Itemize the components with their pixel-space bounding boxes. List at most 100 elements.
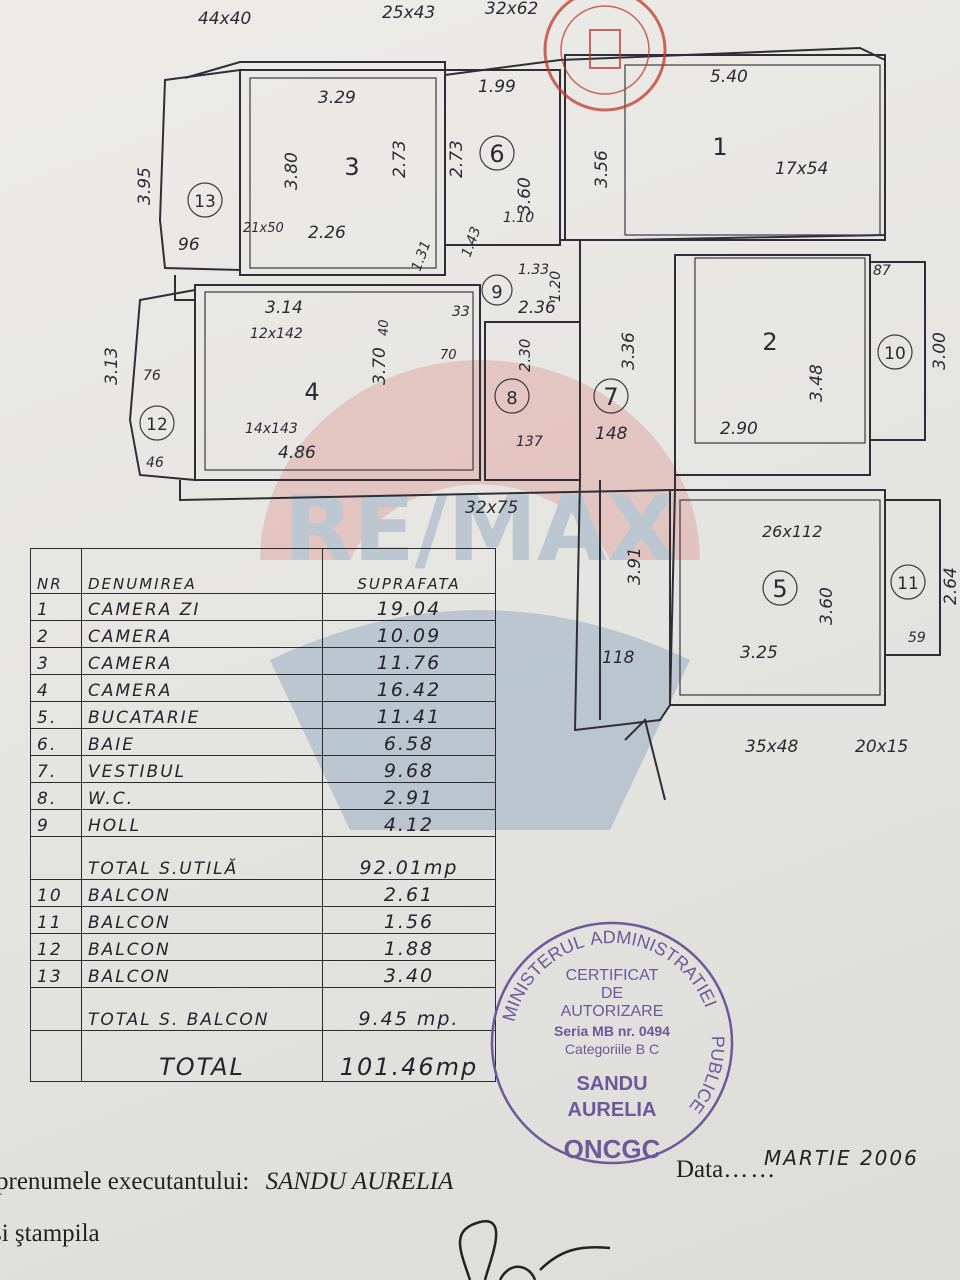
dimension: 40: [377, 319, 392, 336]
room-13-label: 13: [194, 192, 216, 212]
row-name: BALCON: [81, 933, 323, 961]
dimension: 32x75: [465, 498, 518, 518]
dimension: 137: [516, 434, 543, 450]
row-name: W.C.: [81, 782, 323, 810]
dimension: 35x48: [745, 737, 799, 757]
dimension: 59: [908, 630, 926, 646]
row-area: 11.76: [322, 647, 496, 675]
dimension: 148: [595, 424, 628, 444]
dimension: 3.80: [282, 152, 302, 190]
col-area: SUPRAFATA: [322, 548, 496, 594]
row-nr: [30, 987, 82, 1031]
row-area: 4.12: [322, 809, 496, 837]
dimension: 21x50: [243, 221, 284, 236]
row-nr: 8.: [30, 782, 82, 810]
dimension: 2.36: [518, 298, 556, 318]
room-10-label: 10: [884, 344, 906, 364]
room-3-label: 3: [344, 153, 359, 181]
row-name: CAMERA: [81, 674, 323, 702]
dimension: 2.26: [308, 223, 346, 243]
dimension: 3.00: [930, 332, 950, 370]
row-nr: 11: [30, 906, 82, 934]
row-name: CAMERA: [81, 620, 323, 648]
stamp-ring-bottom: ONCGC: [564, 1134, 661, 1164]
row-area: 3.40: [322, 960, 496, 988]
stamp-name: SANDU: [576, 1073, 647, 1095]
dimension: 70: [440, 348, 457, 363]
room-labels: 1 2 3 4 5 6 7 8 9 10 11 12 13: [139, 133, 926, 606]
row-area: 1.56: [322, 906, 496, 934]
dimension-labels: 44x40 25x43 32x62 3.29 1.99 5.40 3.95 3.…: [102, 0, 960, 757]
row-name: HOLL: [81, 809, 323, 837]
dimension: 26x112: [762, 522, 822, 541]
stamp-name: AURELIA: [568, 1099, 657, 1121]
row-area: 2.91: [322, 782, 496, 810]
row-area: 9.68: [322, 755, 496, 783]
dimension: 96: [178, 235, 200, 255]
room-1-label: 1: [712, 133, 727, 161]
row-area: 6.58: [322, 728, 496, 756]
row-name: TOTAL S. BALCON: [81, 987, 323, 1031]
dimension: 3.70: [370, 347, 390, 385]
signature: [458, 1220, 610, 1280]
row-name: BALCON: [81, 879, 323, 907]
row-nr: 4: [30, 674, 82, 702]
executant-label: prenumele executantului:: [0, 1168, 250, 1195]
row-name: CAMERA: [81, 647, 323, 675]
row-nr: 2: [30, 620, 82, 648]
row-nr: 3: [30, 647, 82, 675]
dimension: 3.36: [619, 332, 639, 370]
row-area: 92.01mp: [322, 836, 496, 880]
row-nr: 6.: [30, 728, 82, 756]
row-name: CAMERA ZI: [81, 593, 323, 621]
dimension: 76: [143, 368, 161, 384]
room-4-label: 4: [304, 378, 319, 406]
room-5-label: 5: [772, 575, 787, 603]
date-line: Data…… MARTIE 2006: [676, 1146, 919, 1183]
room-8-label: 8: [506, 388, 517, 409]
dimension: 2.64: [941, 567, 960, 605]
dimension: 87: [873, 263, 891, 279]
row-name: BALCON: [81, 960, 323, 988]
row-nr: 7.: [30, 755, 82, 783]
row-area: 2.61: [322, 879, 496, 907]
dimension: 1.43: [459, 225, 485, 260]
row-name: TOTAL: [81, 1030, 323, 1082]
room-2-label: 2: [762, 328, 777, 356]
dimension: 2.73: [390, 140, 410, 178]
stamp-line: Categoriile B C: [565, 1041, 659, 1057]
dimension: 20x15: [855, 737, 908, 757]
dimension: 3.14: [265, 298, 303, 318]
walls: [128, 46, 941, 801]
authorization-stamp: ADMINISTRATIEI MINISTERUL PUBLICE ONCGC …: [490, 921, 734, 1165]
row-name: TOTAL S.UTILĂ: [81, 836, 323, 880]
room-9-label: 9: [491, 282, 502, 303]
dimension: 118: [602, 648, 635, 668]
row-nr: [30, 1030, 82, 1082]
date-label: Data: [676, 1156, 724, 1183]
dimension: 3.60: [817, 587, 837, 625]
dimension: 2.73: [447, 140, 467, 178]
dimension: 3.91: [625, 547, 645, 585]
dimension: 3.25: [740, 643, 778, 663]
row-name: VESTIBUL: [81, 755, 323, 783]
dimension: 1.20: [548, 271, 564, 302]
executant-line: prenumele executantului: SANDU AURELIA: [0, 1168, 453, 1196]
dimension: 1.10: [503, 210, 534, 226]
executant-name: SANDU AURELIA: [265, 1168, 454, 1195]
dimension: 3.60: [515, 177, 535, 215]
dimension: 25x43: [382, 3, 435, 23]
stamp-label: şi ştampila: [0, 1220, 100, 1247]
row-nr: 1: [30, 593, 82, 621]
dimension: 1.99: [478, 77, 516, 97]
